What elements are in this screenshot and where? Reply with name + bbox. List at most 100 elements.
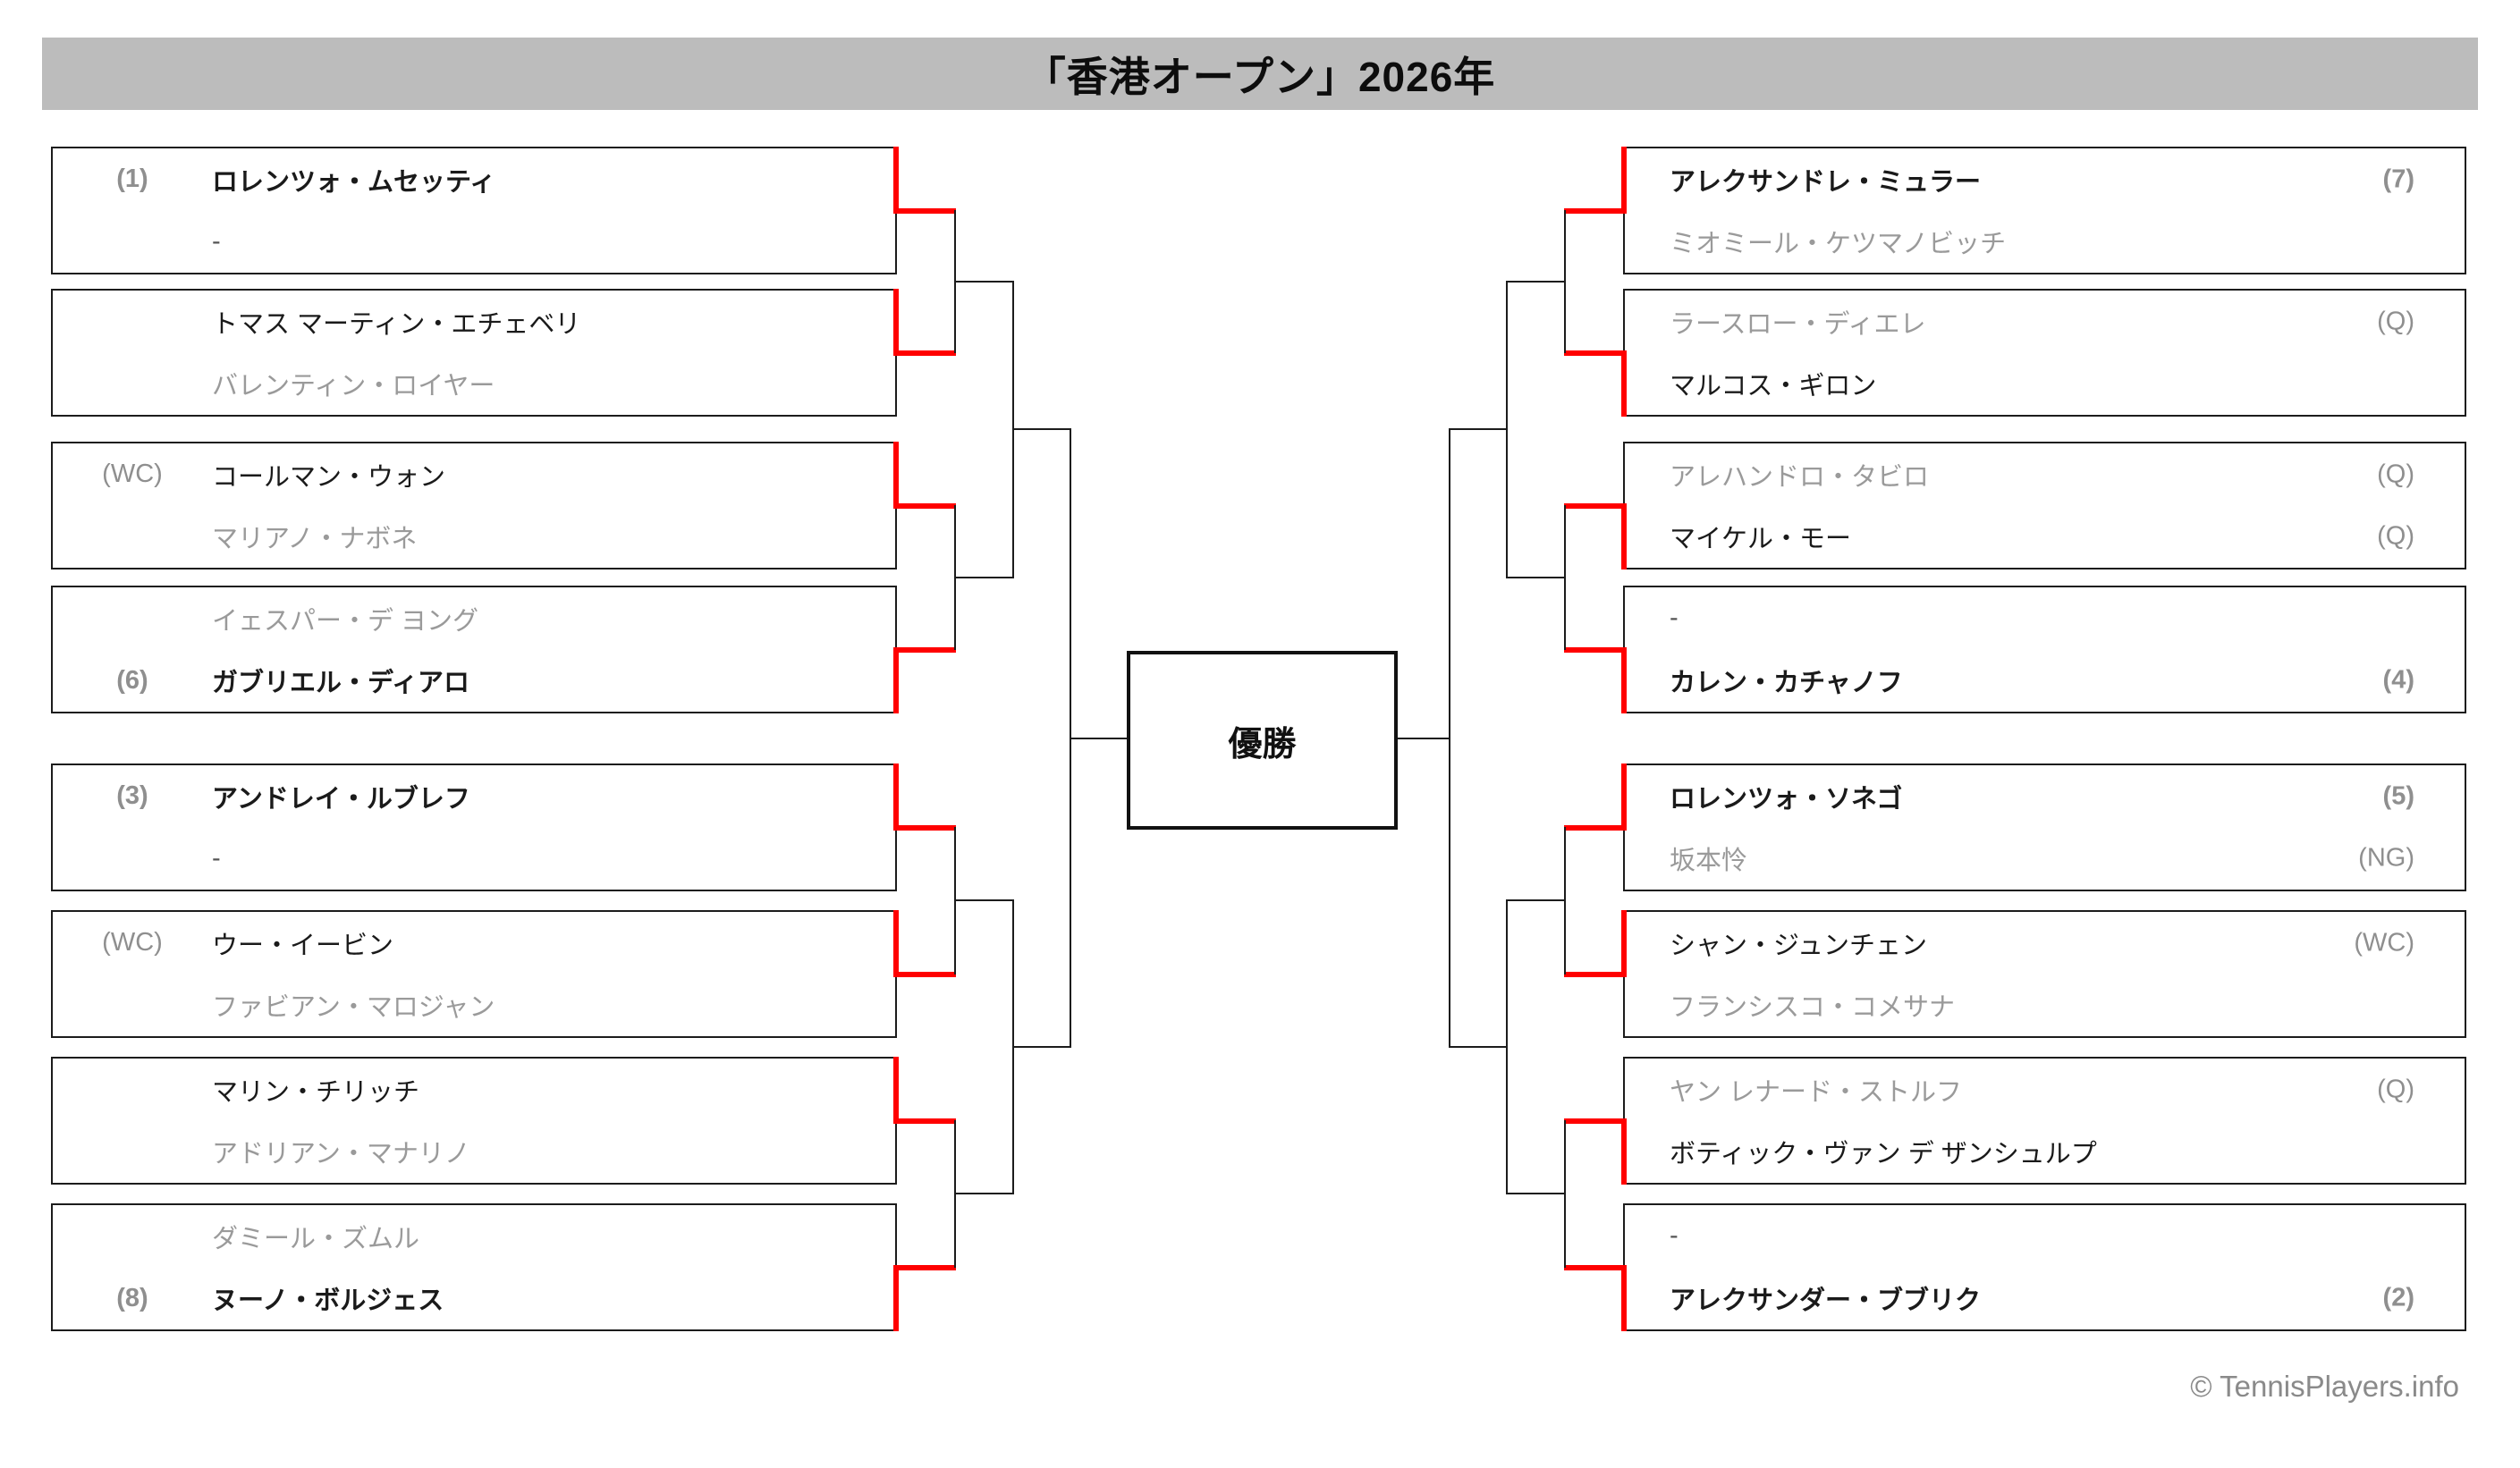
match-box-left-3: (WC) コールマン・ウォン マリアノ・ナボネ: [51, 442, 956, 569]
player-row: アドリアン・マナリノ: [53, 1121, 895, 1184]
winner-path-line: [1621, 350, 1627, 417]
seed-label: (6): [116, 665, 148, 695]
winner-path-line: [1621, 147, 1627, 214]
player-row: ミオミール・ケツマノビッチ: [1625, 211, 2465, 274]
seed-label: (Q): [2377, 521, 2414, 551]
winner-path-line: [895, 646, 956, 653]
player-name: コールマン・ウォン: [212, 462, 446, 492]
player-row: カレン・カチャノフ (4): [1625, 650, 2465, 713]
seed-label: (5): [2382, 781, 2414, 811]
player-name: ロレンツォ・ソネゴ: [1670, 784, 1903, 814]
seed-label: (3): [116, 781, 148, 811]
winner-path-line: [1564, 1264, 1625, 1270]
winner-path-line: [893, 289, 899, 356]
player-name: ヤン レナード・ストルフ: [1670, 1077, 1963, 1107]
seed-label: (NG): [2358, 843, 2414, 873]
player-name: ラースロー・ディエレ: [1670, 309, 1926, 339]
match-box-left-8: ダミール・ズムル (8) ヌーノ・ボルジェス: [51, 1203, 956, 1331]
player-row: アレクサンドレ・ミュラー (7): [1625, 148, 2465, 211]
player-name: ボティック・ヴァン デ ザンシュルプ: [1670, 1140, 2097, 1169]
player-row: (6) ガブリエル・ディアロ: [53, 650, 895, 713]
player-name: フランシスコ・コメサナ: [1670, 993, 1956, 1023]
player-name: アンドレイ・ルブレフ: [212, 784, 470, 814]
seed-label: (WC): [102, 928, 163, 958]
player-row: -: [53, 828, 895, 890]
winner-path-line: [893, 1057, 899, 1124]
player-name: イェスパー・デ ヨング: [212, 606, 479, 636]
match-box-right-4: - カレン・カチャノフ (4): [1564, 586, 2466, 713]
player-name: ダミール・ズムル: [212, 1224, 420, 1253]
player-row: ファビアン・マロジャン: [53, 974, 895, 1037]
seed-label: (2): [2382, 1283, 2414, 1312]
champion-box: 優勝: [1127, 651, 1398, 830]
player-row: (1) ロレンツォ・ムセッティ: [53, 148, 895, 211]
player-row: バレンティン・ロイヤー: [53, 353, 895, 416]
player-row: シャン・ジュンチェン (WC): [1625, 912, 2465, 974]
player-name: 坂本怜: [1670, 847, 1748, 876]
connector-line: [1506, 577, 1566, 578]
match-box-left-4: イェスパー・デ ヨング (6) ガブリエル・ディアロ: [51, 586, 956, 713]
player-row: マリアノ・ナボネ: [53, 506, 895, 569]
player-row: -: [1625, 1205, 2465, 1268]
player-row: -: [1625, 587, 2465, 650]
player-row: (3) アンドレイ・ルブレフ: [53, 765, 895, 828]
player-name: シャン・ジュンチェン: [1670, 931, 1927, 960]
player-row: ダミール・ズムル: [53, 1205, 895, 1268]
player-row: トマス マーティン・エチェベリ: [53, 291, 895, 353]
connector-line: [1449, 428, 1508, 430]
player-name: アレハンドロ・タビロ: [1670, 462, 1930, 492]
winner-path-line: [895, 502, 956, 509]
connector-line: [1070, 738, 1129, 739]
seed-label: (7): [2382, 165, 2414, 194]
winner-path-line: [893, 1264, 899, 1331]
player-name: ミオミール・ケツマノビッチ: [1670, 230, 2007, 259]
connector-line: [954, 899, 1014, 901]
player-row: ラースロー・ディエレ (Q): [1625, 291, 2465, 353]
connector-line: [1506, 281, 1566, 283]
winner-path-line: [1621, 1264, 1627, 1331]
connector-line: [1506, 899, 1566, 901]
seed-label: (WC): [102, 460, 163, 489]
winner-path-line: [1621, 502, 1627, 569]
match-box-right-3: アレハンドロ・タビロ (Q) マイケル・モー (Q): [1564, 442, 2466, 569]
player-name: -: [1670, 603, 1679, 633]
player-name: ウー・イービン: [212, 931, 394, 960]
match-box-right-1: アレクサンドレ・ミュラー (7) ミオミール・ケツマノビッチ: [1564, 147, 2466, 274]
winner-path-line: [893, 764, 899, 831]
winner-path-line: [1621, 764, 1627, 831]
connector-line: [1394, 738, 1450, 739]
seed-label: (Q): [2377, 1075, 2414, 1104]
winner-path-line: [895, 1264, 956, 1270]
player-row: (8) ヌーノ・ボルジェス: [53, 1268, 895, 1330]
player-row: ロレンツォ・ソネゴ (5): [1625, 765, 2465, 828]
player-row: ボティック・ヴァン デ ザンシュルプ: [1625, 1121, 2465, 1184]
player-name: ファビアン・マロジャン: [212, 993, 495, 1023]
seed-label: (Q): [2377, 307, 2414, 336]
winner-path-line: [1564, 971, 1625, 977]
match-box-right-7: ヤン レナード・ストルフ (Q) ボティック・ヴァン デ ザンシュルプ: [1564, 1057, 2466, 1185]
match-box-left-1: (1) ロレンツォ・ムセッティ -: [51, 147, 956, 274]
winner-path-line: [893, 910, 899, 977]
player-row: 坂本怜 (NG): [1625, 828, 2465, 890]
match-box-right-8: - アレクサンダー・ブブリク (2): [1564, 1203, 2466, 1331]
page-title: 「香港オープン」2026年: [42, 38, 2478, 110]
connector-line: [1449, 1046, 1508, 1048]
player-name: ガブリエル・ディアロ: [212, 669, 469, 698]
seed-label: (WC): [2354, 928, 2414, 958]
winner-path-line: [1564, 207, 1625, 214]
player-name: -: [1670, 1221, 1679, 1251]
player-name: アレクサンダー・ブブリク: [1670, 1287, 1982, 1316]
seed-label: (8): [116, 1283, 148, 1312]
seed-label: (Q): [2377, 460, 2414, 489]
player-row: フランシスコ・コメサナ: [1625, 974, 2465, 1037]
player-name: マリン・チリッチ: [212, 1077, 420, 1107]
match-box-right-6: シャン・ジュンチェン (WC) フランシスコ・コメサナ: [1564, 910, 2466, 1038]
winner-path-line: [1564, 502, 1625, 509]
winner-path-line: [1621, 1118, 1627, 1185]
player-row: (WC) ウー・イービン: [53, 912, 895, 974]
winner-path-line: [895, 207, 956, 214]
connector-line: [954, 1193, 1014, 1194]
winner-path-line: [893, 147, 899, 214]
winner-path-line: [1621, 646, 1627, 713]
